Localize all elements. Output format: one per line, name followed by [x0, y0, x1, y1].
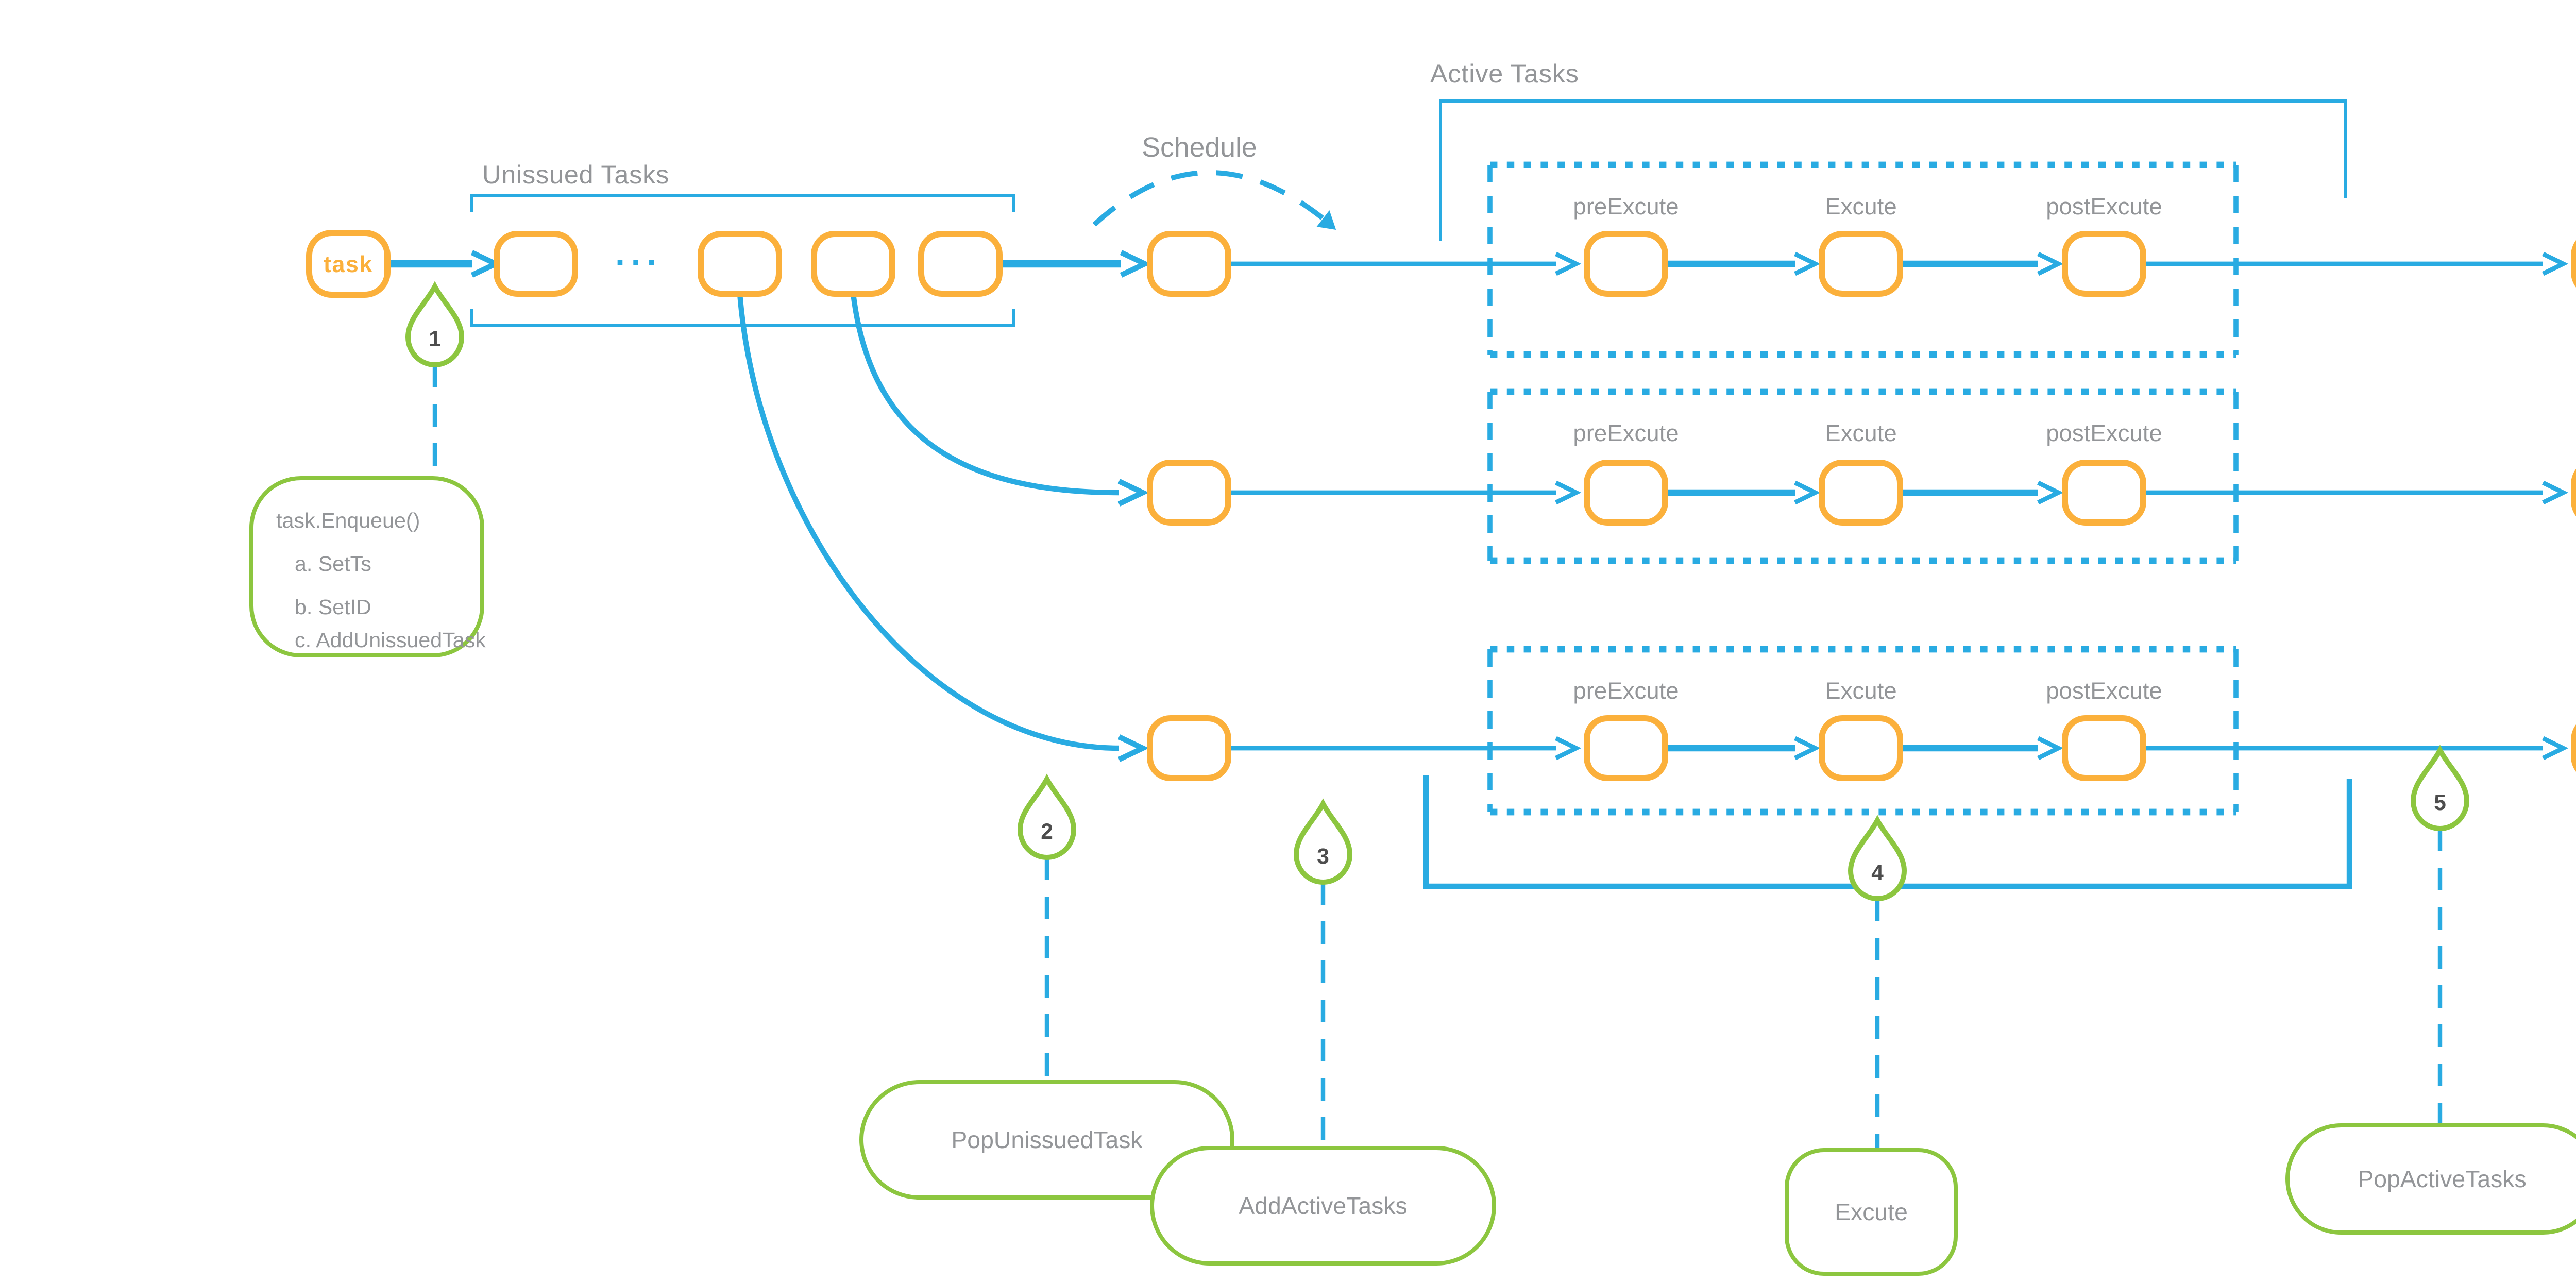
step-number: 4 — [1871, 861, 1884, 885]
active-tasks-title: Active Tasks — [1430, 59, 1579, 88]
post-excute-label-row1: postExcute — [2046, 193, 2162, 220]
droplet-icon — [1017, 773, 1077, 861]
note-line-3: b. SetID — [295, 595, 371, 619]
excute-label-row1: Excute — [1825, 193, 1896, 220]
note-add-active-tasks: AddActiveTasks — [1150, 1146, 1496, 1266]
excute-label-row3: Excute — [1825, 678, 1896, 704]
note-line-1: task.Enqueue() — [276, 509, 420, 532]
pre-excute-node-row3 — [1584, 715, 1668, 781]
droplet-icon — [405, 281, 465, 368]
queue-node-3 — [811, 231, 895, 297]
droplet-icon — [2410, 745, 2470, 832]
excute-node-row2 — [1819, 460, 1903, 526]
note-label: AddActiveTasks — [1239, 1192, 1407, 1219]
pre-excute-label-row3: preExcute — [1573, 678, 1679, 704]
active-task-box-row1 — [1487, 161, 2239, 358]
excute-node-row3 — [1819, 715, 1903, 781]
active-task-box-row2 — [1487, 388, 2239, 564]
unissued-queue-bracket-top — [470, 194, 1015, 212]
note-pop-active-tasks: PopActiveTasks — [2285, 1123, 2576, 1235]
queue-node-4 — [918, 231, 1003, 297]
pre-excute-label-row2: preExcute — [1573, 420, 1679, 446]
note-line-4: c. AddUnissuedTask — [295, 628, 486, 652]
step-number: 3 — [1317, 844, 1329, 868]
unissued-tasks-title: Unissued Tasks — [482, 160, 669, 189]
schedule-title: Schedule — [1142, 132, 1257, 163]
scheduler-node-row2 — [1147, 460, 1231, 526]
step-number: 1 — [429, 327, 441, 351]
step-number: 5 — [2434, 790, 2446, 815]
step-number: 2 — [1041, 819, 1053, 844]
note-excute: Excute — [1785, 1148, 1958, 1276]
post-excute-label-row3: postExcute — [2046, 678, 2162, 704]
step-marker-5: 5 — [2410, 745, 2470, 832]
post-excute-node-row2 — [2062, 460, 2146, 526]
active-task-box-row3 — [1487, 646, 2239, 816]
schedule-arc-arrowhead — [1316, 210, 1336, 230]
post-excute-label-row2: postExcute — [2046, 420, 2162, 446]
droplet-icon — [1293, 798, 1353, 885]
pre-excute-label-row1: preExcute — [1573, 193, 1679, 220]
droplet-icon — [1848, 815, 1907, 902]
step-marker-1: 1 — [405, 281, 465, 368]
queue-node-2 — [698, 231, 782, 297]
excute-node-row1 — [1819, 231, 1903, 297]
note-line-2: a. SetTs — [295, 552, 371, 576]
pre-excute-node-row2 — [1584, 460, 1668, 526]
step-marker-4: 4 — [1848, 815, 1907, 902]
done-node-row1 — [2571, 240, 2576, 288]
task-node-label: task — [324, 251, 373, 277]
note-pop-unissued-task: PopUnissuedTask — [859, 1080, 1234, 1200]
scheduler-node-row1 — [1147, 231, 1231, 297]
curve-queue-to-scheduler3 — [737, 293, 1149, 762]
done-node-row3 — [2571, 724, 2576, 772]
active-tasks-bracket-top — [1439, 99, 2347, 241]
done-node-row2 — [2571, 469, 2576, 516]
note-task-enqueue: task.Enqueue() a. SetTs b. SetID c. AddU… — [249, 476, 486, 657]
note-label: PopActiveTasks — [2358, 1166, 2526, 1192]
pre-excute-node-row1 — [1584, 231, 1668, 297]
task-node — [306, 230, 391, 298]
queue-node-1 — [494, 231, 578, 297]
note-label: Excute — [1835, 1199, 1908, 1225]
scheduler-node-row3 — [1147, 715, 1231, 781]
excute-label-row2: Excute — [1825, 420, 1896, 446]
note-label: PopUnissuedTask — [951, 1126, 1143, 1153]
queue-ellipsis: ··· — [615, 243, 663, 282]
curve-queue-to-scheduler2 — [850, 293, 1149, 507]
step-marker-3: 3 — [1293, 798, 1353, 885]
post-excute-node-row1 — [2062, 231, 2146, 297]
schedule-arc — [1092, 170, 1325, 227]
post-excute-node-row3 — [2062, 715, 2146, 781]
step-marker-2: 2 — [1017, 773, 1077, 861]
